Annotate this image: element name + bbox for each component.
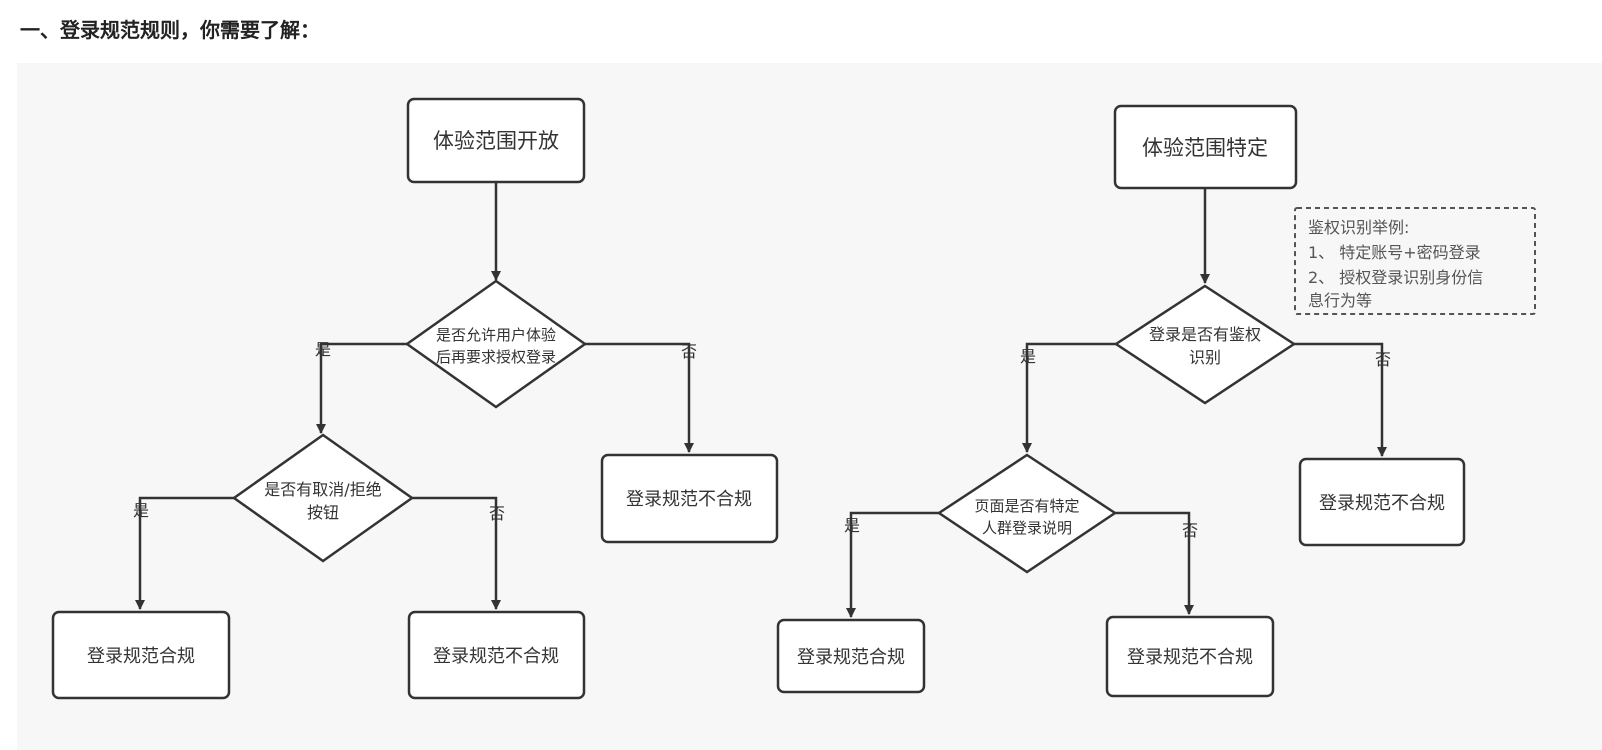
right-decision1-line1: 登录是否有鉴权 [1149, 325, 1261, 344]
left-d1-no-label: 否 [681, 342, 697, 361]
right-decision2-line1: 页面是否有特定 [974, 497, 1079, 515]
right-flow: 体验范围特定 鉴权识别举例: 1、 特定账号+密码登录 2、 授权登录识别身份信… [776, 104, 1536, 698]
left-d1-yes-label: 是 [315, 340, 331, 359]
left-decision2-line1: 是否有取消/拒绝 [264, 480, 381, 499]
right-d2-no-label: 否 [1182, 521, 1198, 540]
right-d1-no-result-box [1298, 457, 1466, 547]
left-decision2-line2: 按钮 [307, 503, 339, 522]
left-decision1-line2: 后再要求授权登录 [436, 348, 556, 366]
left-decision2-diamond [231, 433, 415, 563]
right-d1-yes-label: 是 [1020, 347, 1036, 366]
left-d2-yes-result-label: 登录规范合规 [87, 646, 195, 667]
right-note-box [1294, 207, 1536, 315]
right-decision1-line2: 识别 [1189, 348, 1221, 367]
left-d2-no-label: 否 [489, 504, 505, 523]
left-d1-no-connector [585, 342, 694, 453]
left-decision1-line1: 是否允许用户体验 [436, 326, 556, 344]
right-note-line4: 息行为等 [1308, 291, 1372, 310]
left-d1-no-result-box [600, 453, 779, 544]
right-note-line1: 鉴权识别举例: [1308, 218, 1409, 237]
left-d2-no-result-label: 登录规范不合规 [433, 646, 559, 667]
right-decision2-line2: 人群登录说明 [982, 519, 1072, 537]
right-d2-yes-result-label: 登录规范合规 [797, 647, 905, 668]
right-start-label: 体验范围特定 [1142, 136, 1268, 160]
right-decision1-diamond [1113, 284, 1297, 405]
left-d2-no-connector [412, 496, 501, 610]
right-d2-yes-result-box [776, 618, 926, 694]
right-d2-no-connector [1115, 511, 1194, 615]
left-d2-yes-result-box [51, 610, 231, 700]
right-d1-no-connector [1294, 342, 1387, 457]
left-decision1-diamond [404, 279, 588, 409]
right-d1-no-result-label: 登录规范不合规 [1319, 493, 1445, 514]
left-d2-yes-connector [135, 496, 234, 610]
left-d1-yes-connector [316, 342, 407, 434]
right-d1-yes-connector [1022, 342, 1116, 453]
right-decision2-diamond [936, 453, 1118, 574]
left-d1-no-result-label: 登录规范不合规 [626, 489, 752, 510]
right-d2-no-result-box [1105, 615, 1275, 698]
right-d2-no-result-label: 登录规范不合规 [1127, 647, 1253, 668]
right-d1-no-label: 否 [1375, 350, 1391, 369]
right-note-line3: 2、 授权登录识别身份信 [1308, 268, 1483, 287]
right-d2-yes-label: 是 [844, 516, 860, 535]
left-flow: 体验范围开放 是否允许用户体验 后再要求授权登录 是 否 登录规范不合规 是否有… [51, 97, 779, 700]
right-d2-yes-connector [846, 511, 939, 618]
left-d2-no-result-box [407, 610, 586, 700]
right-note-line2: 1、 特定账号+密码登录 [1308, 243, 1481, 262]
left-d2-yes-label: 是 [133, 501, 149, 520]
left-start-label: 体验范围开放 [433, 129, 559, 153]
page-heading: 一、登录规范规则，你需要了解： [20, 18, 320, 42]
